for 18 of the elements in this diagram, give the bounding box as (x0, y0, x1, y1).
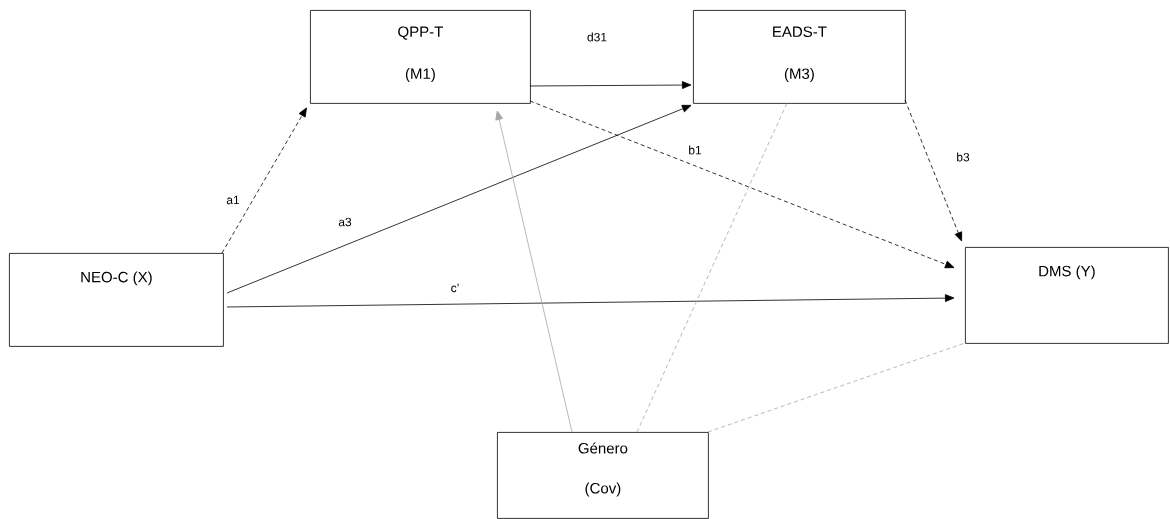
arrow (226, 294, 955, 308)
arrow (226, 104, 692, 294)
edge-label: a1 (225, 194, 241, 206)
arrow (529, 100, 955, 269)
variable-box: Género (Cov) (497, 432, 709, 519)
edge-label: b3 (955, 151, 971, 163)
variable-box: NEO-C (X) (9, 253, 224, 347)
arrow (221, 107, 307, 254)
arrow (904, 99, 963, 242)
edge-label: d31 (586, 31, 608, 43)
edge-label: b1 (687, 144, 703, 156)
variable-box: QPP-T (M1) (310, 10, 531, 104)
arrow (495, 110, 573, 433)
arrow (529, 81, 692, 89)
variable-box: EADS-T (M3) (693, 10, 906, 104)
edge-label: c’ (449, 282, 461, 294)
edge-label: a3 (337, 216, 353, 228)
variable-box: DMS (Y) (965, 247, 1169, 344)
